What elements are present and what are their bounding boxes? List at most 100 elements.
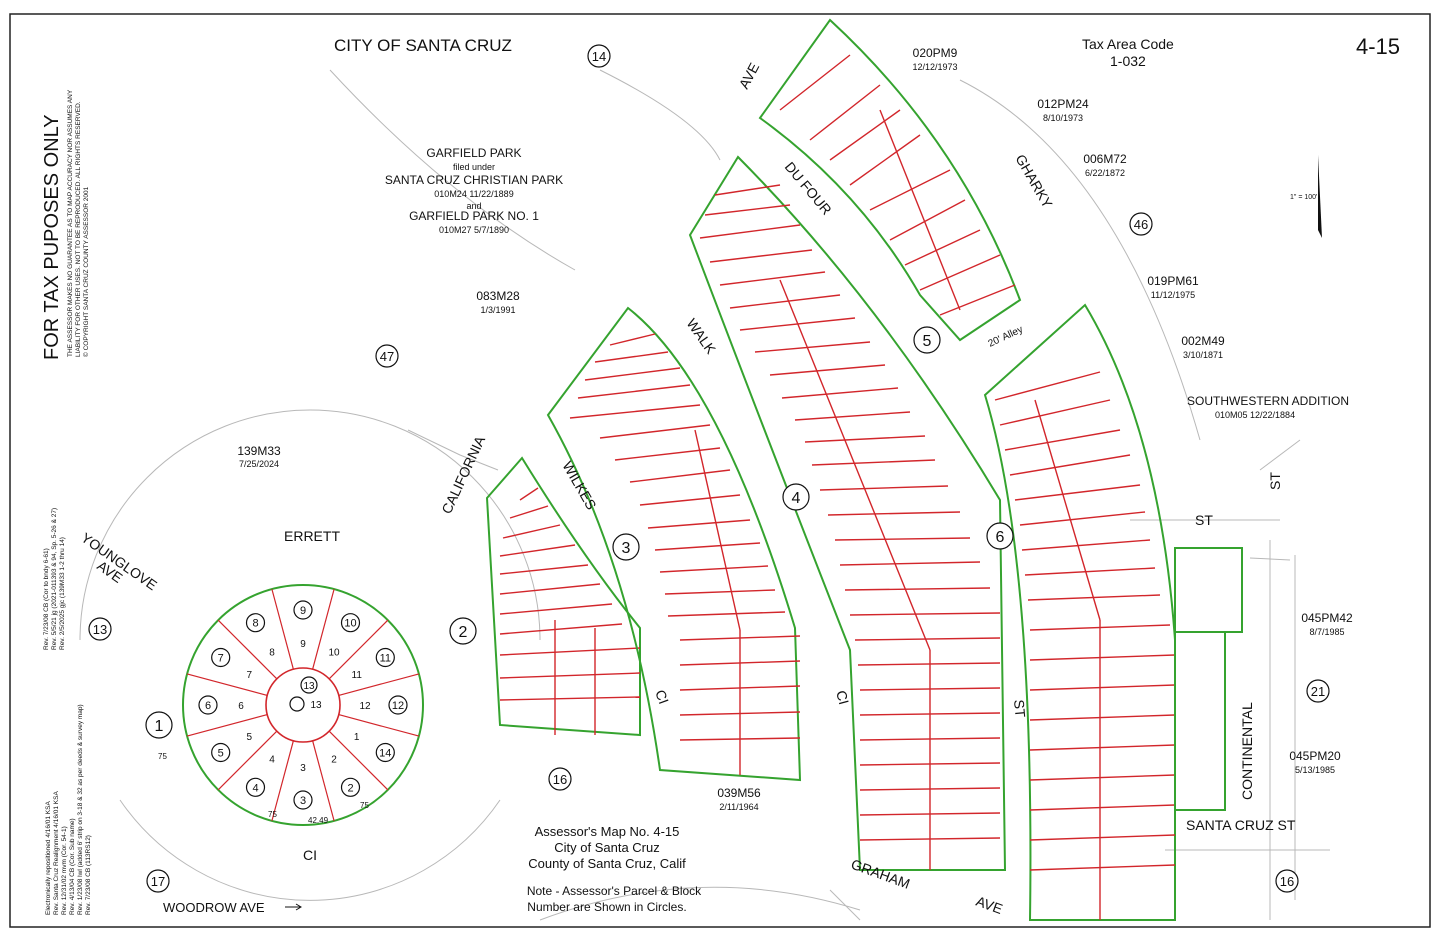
center-lot: 13 (310, 700, 322, 711)
street-gharky: GHARKY (1012, 152, 1056, 212)
block-circle-4: 4 (782, 483, 810, 511)
street-younglove: YOUNGLOVE (78, 529, 160, 593)
block1-parcel-circle (340, 613, 361, 633)
rec-002m49: 002M49 (1181, 334, 1225, 348)
footer-note: Assessor's Map No. 4-15 City of Santa Cr… (527, 824, 702, 914)
map-border (9, 13, 1431, 928)
footer-note-2: Number are Shown in Circles. (527, 900, 686, 914)
svg-text:14: 14 (592, 49, 606, 64)
garfield-line-1: GARFIELD PARK (426, 146, 521, 160)
block1-parcel-number: 14 (379, 748, 391, 760)
rec-045pm42-date: 8/7/1985 (1309, 627, 1344, 637)
block1-lot-number: 1 (354, 732, 360, 743)
block1-parcel-circle (375, 647, 395, 668)
street-ci-dufour: CI (833, 689, 852, 707)
block1-lot-number: 12 (359, 701, 371, 712)
parcel-circle-17: 17 (146, 869, 170, 893)
block1-parcel-number: 11 (380, 653, 391, 665)
outer-parcels: 14 47 13 17 16 46 21 16 (88, 44, 1330, 893)
parcel-circle-16-left: 16 (548, 767, 572, 791)
block1-parcel-circle (245, 613, 266, 633)
block1-dim-4: 75 (158, 752, 167, 761)
parcel-circle-14: 14 (587, 44, 611, 68)
revision-upper-3: Rev. 2/5/2025 gjc (139M33 1-2 thru 14) (59, 537, 66, 650)
disclaimer-line-2: LIABILITY FOR OTHER USES. NOT TO BE REPR… (75, 101, 82, 357)
block1-lot-divider (271, 588, 294, 670)
block1-lot-divider (312, 588, 335, 670)
revision-lower-5: Rev. 1/23/08 lwl (added 6' strip on 3-18… (77, 704, 84, 915)
rec-012pm24: 012PM24 (1037, 97, 1089, 111)
block1-lot-divider (186, 673, 268, 696)
block1-parcel-number: 5 (218, 748, 224, 760)
block1-lot-number: 7 (247, 670, 253, 681)
footer-title: Assessor's Map No. 4-15 (535, 824, 680, 839)
block1-lot-divider (338, 714, 420, 737)
street-ave-bottom: AVE (974, 893, 1005, 917)
alley-label: 20' Alley (987, 324, 1025, 350)
svg-text:5: 5 (923, 333, 932, 350)
block1-lot-divider (217, 730, 278, 791)
revision-lower-3: Rev. 12/31/02 mvm (Cor. 54-1) (61, 826, 68, 915)
north-arrow-icon (1318, 155, 1322, 238)
revision-lower-4: Rev. 4/13/04 CB (Cor. Sub name) (69, 818, 76, 915)
block1-parcel-circle (211, 742, 231, 763)
rec-020pm9-date: 12/12/1973 (912, 62, 957, 72)
block1-lot-divider (217, 619, 278, 680)
parcel-circle-21: 21 (1306, 679, 1330, 703)
svg-text:13: 13 (93, 622, 107, 637)
garfield-line-2: filed under (453, 162, 495, 172)
block1-dim-3: 75 (360, 801, 369, 810)
block1-parcel-circle (293, 790, 313, 810)
rec-045pm20-date: 5/13/1985 (1295, 765, 1335, 775)
svg-text:6: 6 (996, 529, 1005, 546)
city-title: CITY OF SANTA CRUZ (334, 36, 512, 55)
block1-parcel-number: 9 (300, 605, 306, 617)
block-6 (983, 303, 1243, 921)
footer-city: City of Santa Cruz (554, 840, 660, 855)
block-circle-3: 3 (612, 533, 640, 561)
revision-upper-1: Rev. 7/23/08 CB (Cor to bndy 6-61) (43, 548, 50, 650)
garfield-line-3: SANTA CRUZ CHRISTIAN PARK (385, 173, 563, 187)
rec-139m33-date: 7/25/2024 (239, 459, 279, 469)
block-circle-5: 5 (913, 326, 941, 354)
tax-area-label: Tax Area Code (1082, 36, 1174, 52)
street-st-left: ST (1011, 699, 1029, 719)
svg-text:17: 17 (151, 874, 165, 889)
block1-parcel-number: 4 (252, 782, 258, 794)
svg-text:47: 47 (380, 349, 394, 364)
block1-dim-1: 75 (268, 810, 277, 819)
svg-text:16: 16 (1280, 874, 1294, 889)
block-circle-6: 6 (986, 522, 1014, 550)
block1-parcel-number: 2 (347, 782, 353, 794)
street-errett: ERRETT (284, 528, 340, 544)
parcel-circle-16-right: 16 (1275, 869, 1299, 893)
block1-lot-number: 10 (328, 647, 340, 658)
block1-lot-number: 4 (269, 755, 275, 766)
svg-text:16: 16 (553, 772, 567, 787)
svg-text:3: 3 (622, 540, 631, 557)
street-lines (79, 69, 1330, 921)
block1-lot-divider (186, 714, 268, 737)
block1-parcel-number: 10 (344, 618, 356, 630)
street-ave-top: AVE (736, 60, 763, 91)
block-1-center: 13 13 (289, 676, 322, 712)
block1-parcel-circle (245, 777, 266, 797)
block1-parcel-circle (388, 695, 408, 715)
garfield-line-7: 010M27 5/7/1890 (439, 225, 509, 235)
block-circle-1: 1 (145, 711, 173, 739)
rec-002m49-date: 3/10/1871 (1183, 350, 1223, 360)
block1-parcel-circle (211, 647, 231, 668)
block1-parcel-number: 7 (218, 653, 224, 665)
street-walk: WALK (684, 316, 720, 358)
block-top-strip (758, 18, 1022, 342)
block1-parcel-number: 6 (205, 700, 211, 712)
block-3 (546, 306, 802, 782)
block-4 (688, 155, 1007, 871)
rec-006m72: 006M72 (1083, 152, 1127, 166)
map-number: 4-15 (1356, 34, 1400, 59)
block-2 (485, 456, 641, 737)
block1-lot-number: 5 (247, 732, 253, 743)
block-numbers: 1 2 3 4 5 6 (145, 326, 1014, 739)
street-woodrow: WOODROW AVE (163, 900, 265, 915)
